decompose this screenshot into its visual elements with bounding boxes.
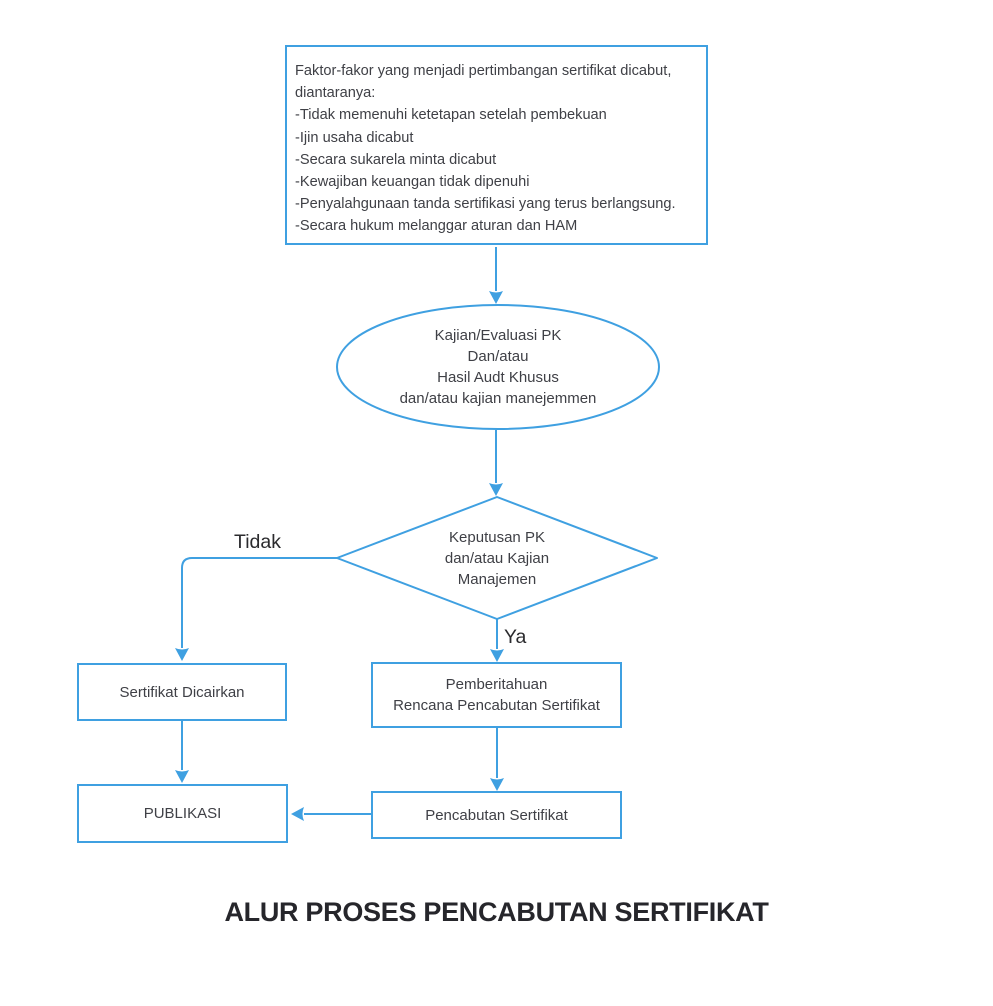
connector-lines <box>181 247 498 815</box>
box-publikasi-label: PUBLIKASI <box>143 805 222 822</box>
evaluation-line: Kajian/Evaluasi PK <box>434 327 562 344</box>
decision-line: Keputusan PK <box>449 529 545 546</box>
arrowhead-pemberitahuan-to-pencabutan <box>490 778 504 791</box>
factors-line: -Penyalahgunaan tanda sertifikasi yang t… <box>295 196 676 213</box>
factors-line: -Secara hukum melanggar aturan dan HAM <box>295 218 578 235</box>
factors-box: Faktor-fakor yang menjadi pertimbangan s… <box>285 45 708 245</box>
factors-line: Faktor-fakor yang menjadi pertimbangan s… <box>295 63 672 79</box>
evaluation-ellipse-text: Kajian/Evaluasi PK Dan/atau Hasil Audt K… <box>337 325 659 409</box>
arrowhead-pencabutan-to-publikasi <box>291 807 304 821</box>
arrowhead-evaluation-to-decision <box>489 483 503 496</box>
factors-line: -Tidak memenuhi ketetapan setelah pembek… <box>295 107 607 124</box>
factors-line: -Ijin usaha dicabut <box>295 129 414 146</box>
box-publikasi: PUBLIKASI <box>77 784 288 843</box>
factors-line: -Secara sukarela minta dicabut <box>295 151 497 168</box>
decision-diamond-shape <box>336 496 658 620</box>
box-pencabutan-sertifikat: Pencabutan Sertifikat <box>371 791 622 839</box>
evaluation-line: dan/atau kajian manejemmen <box>399 390 597 407</box>
diagram-title: ALUR PROSES PENCABUTAN SERTIFIKAT <box>224 897 769 927</box>
decision-diamond-text: Keputusan PK dan/atau Kajian Manajemen <box>377 527 617 590</box>
decision-line: Manajemen <box>457 571 537 588</box>
box-pemberitahuan-line: Pemberitahuan <box>445 676 548 693</box>
edge-label-ya: Ya <box>504 626 527 648</box>
box-pemberitahuan: Pemberitahuan Rencana Pencabutan Sertifi… <box>371 662 622 728</box>
arrow-line-decision-tidak <box>181 557 337 648</box>
arrowhead-dicairkan-to-publikasi <box>175 770 189 783</box>
arrowhead-decision-ya <box>490 649 504 662</box>
box-pemberitahuan-line: Rencana Pencabutan Sertifikat <box>393 697 600 714</box>
factors-line: diantaranya: <box>295 85 376 102</box>
box-pencabutan-sertifikat-label: Pencabutan Sertifikat <box>425 806 568 824</box>
evaluation-line: Dan/atau <box>467 348 529 365</box>
edge-label-tidak: Tidak <box>234 531 281 553</box>
factors-line: -Kewajiban keuangan tidak dipenuhi <box>295 174 530 191</box>
box-sertifikat-dicairkan: Sertifikat Dicairkan <box>77 663 287 721</box>
box-sertifikat-dicairkan-label: Sertifikat Dicairkan <box>119 683 245 701</box>
evaluation-ellipse-shape <box>336 304 660 430</box>
arrowhead-decision-tidak <box>175 648 189 661</box>
evaluation-line: Hasil Audt Khusus <box>437 369 559 386</box>
arrowheads <box>175 291 504 821</box>
decision-line: dan/atau Kajian <box>444 550 550 567</box>
arrowhead-factors-to-evaluation <box>489 291 503 304</box>
